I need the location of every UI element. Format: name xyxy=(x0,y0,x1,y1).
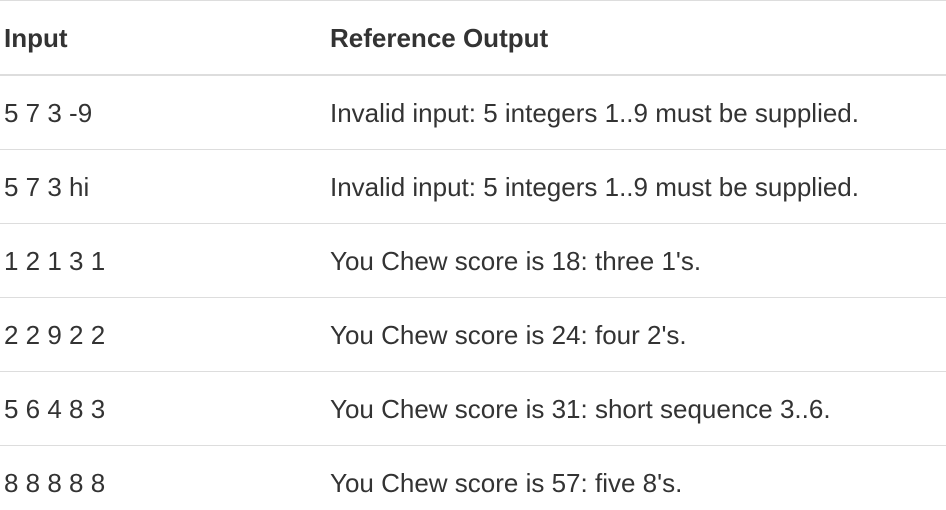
output-cell: You Chew score is 18: three 1's. xyxy=(330,245,702,276)
input-cell: 5 6 4 8 3 xyxy=(4,393,106,424)
input-cell: 8 8 8 8 8 xyxy=(4,468,106,498)
output-cell: You Chew score is 31: short sequence 3..… xyxy=(330,393,831,424)
table-row: 2 2 9 2 2 You Chew score is 24: four 2's… xyxy=(0,298,946,372)
output-cell: You Chew score is 24: four 2's. xyxy=(330,319,687,350)
output-cell: You Chew score is 57: five 8's. xyxy=(330,468,683,498)
input-cell: 2 2 9 2 2 xyxy=(4,319,106,350)
header-reference-output: Reference Output xyxy=(330,22,549,53)
input-cell: 1 2 1 3 1 xyxy=(4,245,106,276)
table-row: 5 6 4 8 3 You Chew score is 31: short se… xyxy=(0,372,946,446)
table-row: 8 8 8 8 8 You Chew score is 57: five 8's… xyxy=(0,446,946,509)
input-cell: 5 7 3 hi xyxy=(4,171,90,202)
header-input: Input xyxy=(4,22,68,53)
input-cell: 5 7 3 -9 xyxy=(4,97,93,128)
output-cell: Invalid input: 5 integers 1..9 must be s… xyxy=(330,171,859,202)
table-row: 5 7 3 hi Invalid input: 5 integers 1..9 … xyxy=(0,150,946,224)
output-cell: Invalid input: 5 integers 1..9 must be s… xyxy=(330,97,859,128)
table-header-row: Input Reference Output xyxy=(0,1,946,76)
table-row: 5 7 3 -9 Invalid input: 5 integers 1..9 … xyxy=(0,76,946,150)
table-row: 1 2 1 3 1 You Chew score is 18: three 1'… xyxy=(0,224,946,298)
